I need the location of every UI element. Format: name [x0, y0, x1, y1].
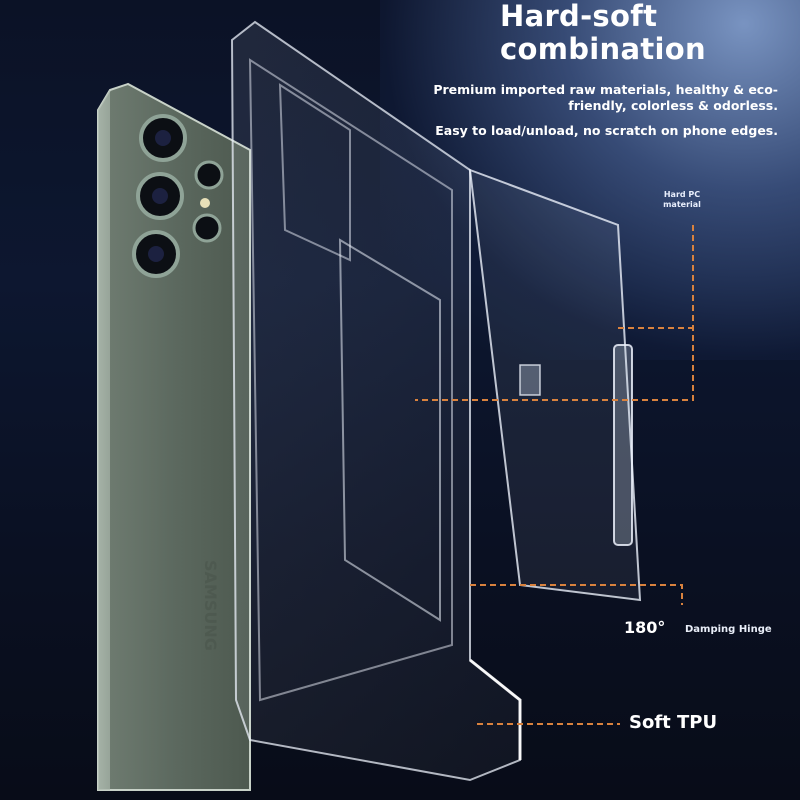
description-materials: Premium imported raw materials, healthy … [433, 82, 778, 113]
headline-line-1: Hard-soft [500, 0, 658, 33]
description: Premium imported raw materials, healthy … [398, 82, 778, 148]
soft-tpu-label: Soft TPU [629, 712, 718, 733]
angle-label: 180° [624, 618, 666, 637]
phone: SAMSUNG [97, 82, 251, 791]
damping-hinge-label: Damping Hinge [685, 624, 772, 635]
callout-lines [415, 225, 694, 725]
headline-line-2: combination [500, 32, 706, 66]
card-lid [468, 168, 642, 602]
headline: Hard-soft combination [500, 0, 760, 66]
camera-lenses [132, 114, 224, 278]
hard-pc-line-1: Hard PC [663, 190, 701, 199]
brand-mark: SAMSUNG [201, 560, 220, 651]
description-easy-load: Easy to load/unload, no scratch on phone… [435, 123, 778, 138]
hard-pc-label: Hard PC material [652, 190, 712, 210]
clear-case [230, 20, 522, 782]
hard-pc-line-2: material [663, 200, 701, 209]
